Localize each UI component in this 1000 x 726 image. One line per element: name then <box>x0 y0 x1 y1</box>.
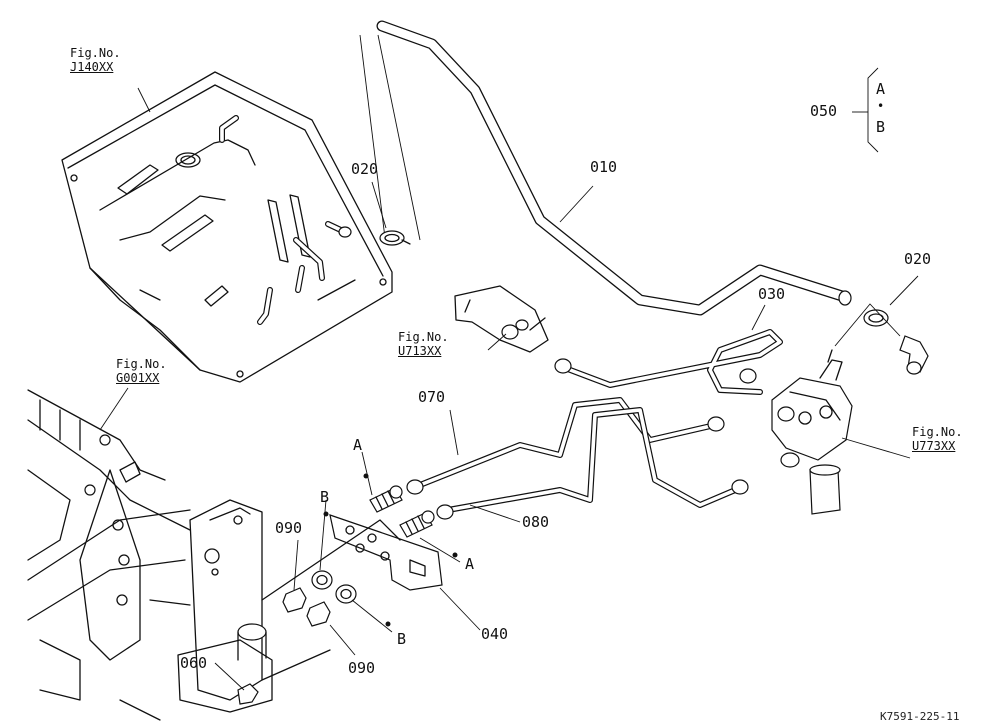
part-090-bottom-label: 090 <box>348 659 376 677</box>
dot-a-right <box>452 552 458 558</box>
clamp-020-left <box>379 230 411 246</box>
ref-j140: Fig.No. J140XX <box>70 46 121 74</box>
union-a-top <box>369 485 403 513</box>
leader-b-bottom <box>351 599 393 633</box>
leader-040 <box>439 587 481 631</box>
group-050-bracket <box>852 67 879 153</box>
elbow-fitting <box>899 335 929 375</box>
callout-a-top: A <box>353 436 363 454</box>
ref-u713-line2: U713XX <box>398 344 442 358</box>
fuel-tank <box>61 71 393 383</box>
leader-u773 <box>841 437 911 459</box>
leader-g001 <box>99 387 129 431</box>
leader-b-top <box>319 499 327 571</box>
leader-090-top <box>293 539 299 591</box>
ref-u713-line1: Fig.No. <box>398 330 449 344</box>
leader-020a <box>371 181 387 229</box>
callout-b-bottom: B <box>397 630 407 648</box>
leader-030 <box>751 304 766 331</box>
dot-b-bottom <box>385 621 391 627</box>
ref-g001-line1: Fig.No. <box>116 357 167 371</box>
part-080-label: 080 <box>522 513 550 531</box>
ref-u773: Fig.No. U773XX <box>912 425 963 453</box>
leader-090-bottom <box>329 624 356 656</box>
ref-g001-line2: G001XX <box>116 371 160 385</box>
ref-u713: Fig.No. U713XX <box>398 330 449 358</box>
leader-a-right <box>419 537 461 563</box>
ref-j140-line1: Fig.No. <box>70 46 121 60</box>
plate-040 <box>329 514 443 591</box>
part-010-label: 010 <box>590 158 618 176</box>
figure-code: K7591-225-11 <box>880 710 960 723</box>
leader-010 <box>559 185 594 223</box>
part-070-label: 070 <box>418 388 446 406</box>
part-030-label: 030 <box>758 285 786 303</box>
pump-bracket <box>454 285 549 353</box>
leader-060 <box>214 662 245 691</box>
callout-a-right: A <box>465 555 475 573</box>
ref-u773-line1: Fig.No. <box>912 425 963 439</box>
group-050-bottom-letter: B <box>876 118 886 136</box>
part-040-label: 040 <box>481 625 509 643</box>
leader-020b <box>889 275 919 306</box>
ref-u773-line2: U773XX <box>912 439 956 453</box>
group-050-top-letter: A <box>876 80 886 98</box>
control-valve <box>771 349 853 515</box>
nut-090-bottom <box>306 601 331 627</box>
pipe-070 <box>406 397 725 495</box>
leader-070 <box>449 409 459 456</box>
part-090-top-label: 090 <box>275 519 303 537</box>
ref-j140-line2: J140XX <box>70 60 114 74</box>
pipe-080 <box>436 407 749 520</box>
part-050-label: 050 <box>810 102 838 120</box>
union-a-bottom <box>399 510 435 538</box>
tractor-frame <box>27 389 401 721</box>
leader-u713 <box>487 333 507 351</box>
leader-elbow <box>834 303 901 347</box>
washer-bottom <box>335 584 357 604</box>
clamp-020-right <box>863 309 889 327</box>
callout-b-top: B <box>320 488 330 506</box>
part-020-right-label: 020 <box>904 250 932 268</box>
leader-a-top <box>361 451 373 496</box>
pipe-030 <box>554 329 783 395</box>
group-050-dot: • <box>877 99 885 113</box>
leader-010-left <box>377 34 421 241</box>
hose-010 <box>376 20 852 316</box>
part-060-label: 060 <box>180 654 208 672</box>
nut-090-top <box>282 587 307 613</box>
leader-080 <box>469 504 521 523</box>
washer-top <box>311 570 333 590</box>
part-020-left-label: 020 <box>351 160 379 178</box>
leader-010-right <box>359 34 386 239</box>
leader-j140 <box>137 87 151 113</box>
ref-g001: Fig.No. G001XX <box>116 357 167 385</box>
